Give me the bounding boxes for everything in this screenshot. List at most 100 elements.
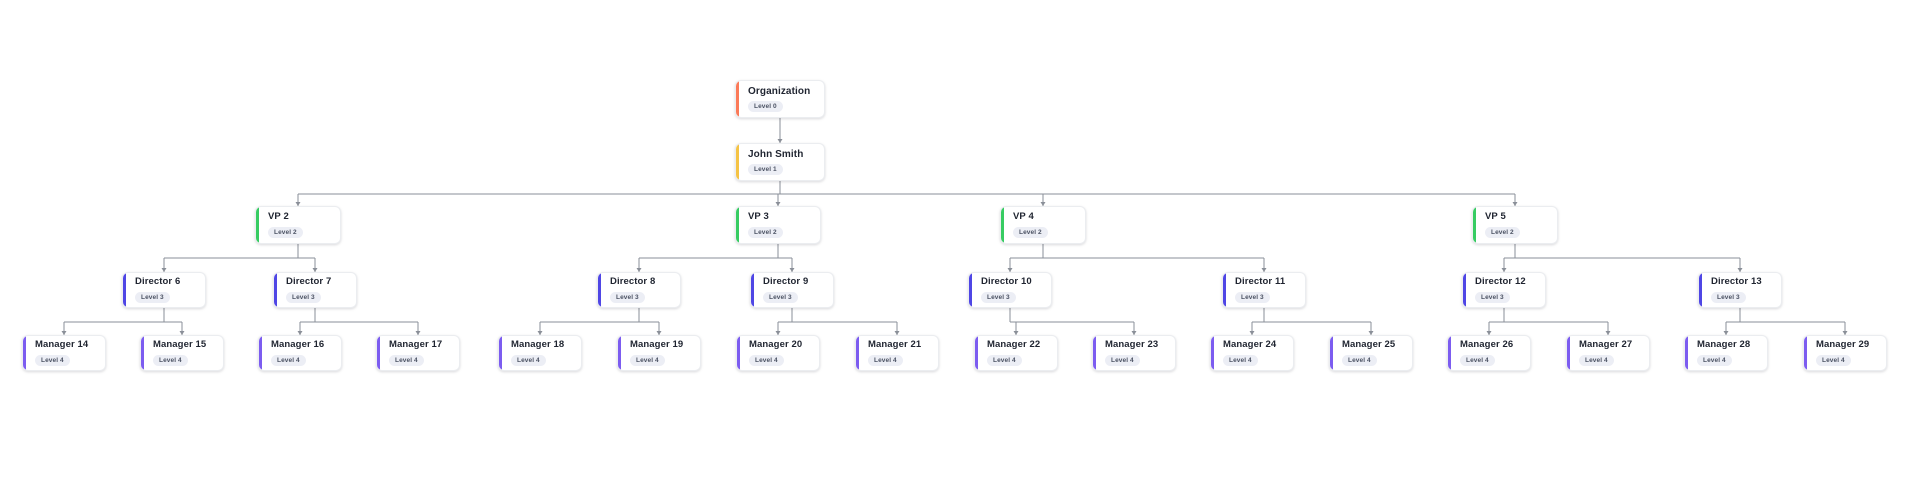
org-node-title: VP 3 [748, 210, 769, 222]
org-node-title: Director 6 [135, 275, 181, 287]
org-node-level-badge: Level 3 [135, 291, 170, 304]
org-node[interactable]: Manager 25 Level 4 [1329, 335, 1413, 371]
org-node-accent-bar [1685, 336, 1688, 370]
org-node-level-badge: Level 4 [1816, 354, 1851, 367]
org-node-accent-bar [259, 336, 262, 370]
org-node-title: Director 10 [981, 275, 1032, 287]
org-node-accent-bar [1463, 273, 1466, 307]
org-node[interactable]: Manager 21 Level 4 [855, 335, 939, 371]
org-node-level-badge: Level 2 [1013, 226, 1048, 239]
org-node-title: Organization [748, 85, 811, 97]
org-node[interactable]: Manager 14 Level 4 [22, 335, 106, 371]
org-node-title: VP 4 [1013, 210, 1034, 222]
org-node-accent-bar [736, 81, 739, 117]
org-node-title: John Smith [748, 148, 804, 160]
org-node-accent-bar [1567, 336, 1570, 370]
org-node-level-badge: Level 2 [748, 226, 783, 239]
org-node-level-badge: Level 4 [987, 354, 1022, 367]
org-node-title: Manager 15 [153, 338, 207, 350]
org-node[interactable]: Director 7 Level 3 [273, 272, 357, 308]
org-node-title: Manager 29 [1816, 338, 1870, 350]
org-node-level-badge: Level 3 [981, 291, 1016, 304]
org-node-level-badge: Level 4 [1460, 354, 1495, 367]
org-node-title: Manager 21 [868, 338, 922, 350]
org-node-accent-bar [123, 273, 126, 307]
org-node-title: Director 12 [1475, 275, 1526, 287]
org-node-accent-bar [1473, 207, 1476, 243]
org-node-accent-bar [969, 273, 972, 307]
org-node-title: Manager 19 [630, 338, 684, 350]
org-node-title: Manager 25 [1342, 338, 1396, 350]
org-node-title: VP 5 [1485, 210, 1506, 222]
org-node[interactable]: Director 6 Level 3 [122, 272, 206, 308]
org-node[interactable]: Director 8 Level 3 [597, 272, 681, 308]
org-node-title: Director 8 [610, 275, 656, 287]
org-node-accent-bar [1804, 336, 1807, 370]
org-node-accent-bar [274, 273, 277, 307]
org-node-accent-bar [1448, 336, 1451, 370]
org-node-title: Manager 23 [1105, 338, 1159, 350]
org-node-accent-bar [975, 336, 978, 370]
org-node-title: Manager 22 [987, 338, 1041, 350]
org-node-accent-bar [1001, 207, 1004, 243]
org-node-title: Director 9 [763, 275, 809, 287]
org-node-accent-bar [737, 336, 740, 370]
org-node-accent-bar [736, 207, 739, 243]
org-node-level-badge: Level 4 [35, 354, 70, 367]
org-node[interactable]: Manager 22 Level 4 [974, 335, 1058, 371]
org-node[interactable]: Director 12 Level 3 [1462, 272, 1546, 308]
org-node-accent-bar [141, 336, 144, 370]
org-node[interactable]: VP 3 Level 2 [735, 206, 821, 244]
org-node-title: Director 7 [286, 275, 332, 287]
org-node-accent-bar [751, 273, 754, 307]
org-node[interactable]: Manager 27 Level 4 [1566, 335, 1650, 371]
org-node-level-badge: Level 4 [1579, 354, 1614, 367]
org-node[interactable]: Director 13 Level 3 [1698, 272, 1782, 308]
org-node-level-badge: Level 4 [389, 354, 424, 367]
org-node[interactable]: Manager 23 Level 4 [1092, 335, 1176, 371]
org-node-level-badge: Level 3 [1711, 291, 1746, 304]
org-node-level-badge: Level 4 [511, 354, 546, 367]
org-node-accent-bar [856, 336, 859, 370]
org-node[interactable]: Manager 29 Level 4 [1803, 335, 1887, 371]
org-node-level-badge: Level 3 [286, 291, 321, 304]
org-node-accent-bar [736, 144, 739, 180]
org-node-level-badge: Level 3 [610, 291, 645, 304]
org-node-accent-bar [618, 336, 621, 370]
org-node-title: Manager 27 [1579, 338, 1633, 350]
org-node[interactable]: Manager 19 Level 4 [617, 335, 701, 371]
org-node-level-badge: Level 3 [763, 291, 798, 304]
org-node-title: Director 13 [1711, 275, 1762, 287]
org-node-level-badge: Level 4 [868, 354, 903, 367]
org-node-title: Manager 14 [35, 338, 89, 350]
org-node-title: Manager 28 [1697, 338, 1751, 350]
org-node-accent-bar [1211, 336, 1214, 370]
org-node-level-badge: Level 4 [630, 354, 665, 367]
org-node[interactable]: Director 10 Level 3 [968, 272, 1052, 308]
org-node-accent-bar [1223, 273, 1226, 307]
org-node[interactable]: VP 4 Level 2 [1000, 206, 1086, 244]
org-node[interactable]: Director 9 Level 3 [750, 272, 834, 308]
org-node-level-badge: Level 4 [1105, 354, 1140, 367]
org-node-level-badge: Level 3 [1475, 291, 1510, 304]
org-node-level-badge: Level 4 [1342, 354, 1377, 367]
org-node-accent-bar [377, 336, 380, 370]
org-node-title: Manager 24 [1223, 338, 1277, 350]
org-node-accent-bar [256, 207, 259, 243]
org-node-title: VP 2 [268, 210, 289, 222]
org-node-level-badge: Level 4 [271, 354, 306, 367]
